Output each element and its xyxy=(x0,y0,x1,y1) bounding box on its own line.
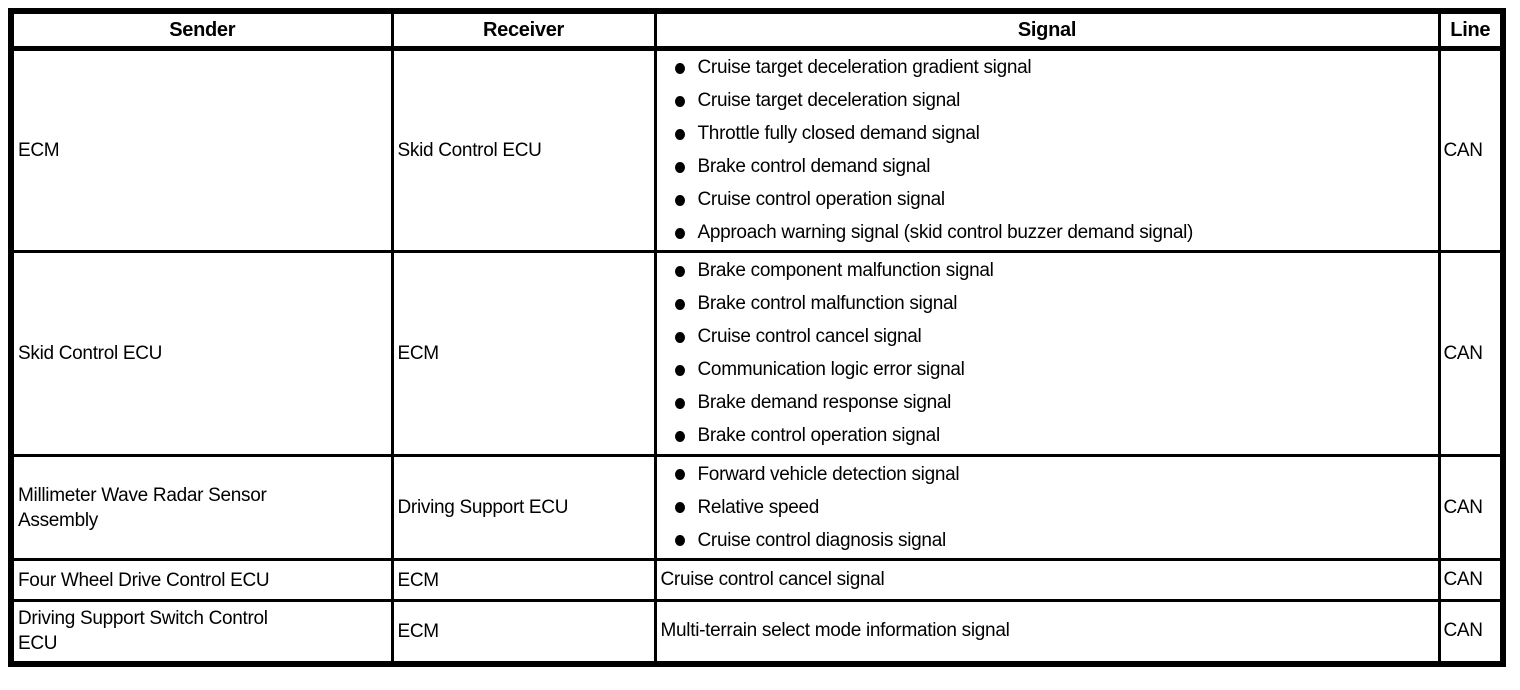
signal-item: Cruise control diagnosis signal xyxy=(657,524,1438,557)
signal-text: Cruise control operation signal xyxy=(697,189,946,210)
receiver-cell: ECM xyxy=(390,558,657,602)
sender-text: Skid Control ECU xyxy=(18,343,163,364)
signal-text: Cruise target deceleration signal xyxy=(697,90,961,111)
bullet-icon xyxy=(674,502,685,513)
signal-cell: Brake component malfunction signal Brake… xyxy=(653,250,1441,457)
line-text: CAN xyxy=(1443,620,1484,642)
signal-item: Brake component malfunction signal xyxy=(657,255,1438,288)
signal-text: Relative speed xyxy=(697,496,820,518)
table-row: Millimeter Wave Radar Sensor Assembly Dr… xyxy=(9,454,1505,561)
line-cell: CAN xyxy=(1437,558,1505,602)
sender-cell: Four Wheel Drive Control ECU xyxy=(9,558,394,602)
signal-text: Cruise control cancel signal xyxy=(697,326,922,347)
table-row: Skid Control ECU ECM Brake component mal… xyxy=(9,250,1505,457)
col-header-signal: Signal xyxy=(653,9,1441,51)
signal-text: Cruise control diagnosis signal xyxy=(697,529,947,551)
sender-cell: Millimeter Wave Radar Sensor Assembly xyxy=(9,454,394,561)
bullet-icon xyxy=(674,128,685,140)
signal-cell: Cruise target deceleration gradient sign… xyxy=(653,47,1441,253)
bullet-icon xyxy=(674,364,685,376)
receiver-cell: Skid Control ECU xyxy=(390,47,657,253)
signal-text: Brake component malfunction signal xyxy=(697,260,994,281)
bullet-icon xyxy=(674,95,685,107)
bullet-icon xyxy=(674,227,685,239)
line-cell: CAN xyxy=(1437,250,1505,457)
signal-text: Cruise target deceleration gradient sign… xyxy=(697,57,1032,78)
signal-item: Brake demand response signal xyxy=(657,387,1438,420)
receiver-text: ECM xyxy=(397,620,440,642)
signal-item: Brake control operation signal xyxy=(657,420,1438,453)
line-text: CAN xyxy=(1443,139,1484,161)
signal-item: Communication logic error signal xyxy=(657,354,1438,387)
signal-list: Brake component malfunction signal Brake… xyxy=(657,255,1438,453)
line-text: CAN xyxy=(1443,342,1484,364)
bullet-icon xyxy=(674,331,685,343)
sender-text: Driving Support Switch Control ECU xyxy=(18,608,268,655)
receiver-text: ECM xyxy=(397,343,440,364)
signal-text: Throttle fully closed demand signal xyxy=(697,123,980,144)
receiver-text: ECM xyxy=(397,569,440,591)
bullet-icon xyxy=(674,161,685,173)
sender-cell: Driving Support Switch Control ECU xyxy=(9,599,394,665)
bullet-icon xyxy=(674,194,685,206)
receiver-text: Driving Support ECU xyxy=(397,497,569,518)
signal-item: Cruise target deceleration signal xyxy=(657,85,1438,118)
signal-list: Forward vehicle detection signal Relativ… xyxy=(657,458,1438,557)
signal-text: Approach warning signal (skid control bu… xyxy=(697,222,1194,243)
signal-text: Forward vehicle detection signal xyxy=(697,463,960,485)
signal-cell: Multi-terrain select mode information si… xyxy=(653,599,1441,665)
bullet-icon xyxy=(674,397,685,409)
signal-text: Multi-terrain select mode information si… xyxy=(660,620,1010,642)
signal-text: Cruise control cancel signal xyxy=(660,569,885,590)
sender-text: Four Wheel Drive Control ECU xyxy=(18,569,270,591)
bullet-icon xyxy=(674,535,685,546)
sender-text: Millimeter Wave Radar Sensor Assembly xyxy=(18,484,267,531)
table-row: Driving Support Switch Control ECU ECM M… xyxy=(9,599,1505,665)
line-text: CAN xyxy=(1443,569,1484,590)
line-text: CAN xyxy=(1443,496,1484,518)
bullet-icon xyxy=(674,430,685,442)
signal-item: Approach warning signal (skid control bu… xyxy=(657,217,1438,250)
receiver-cell: Driving Support ECU xyxy=(390,454,657,561)
signal-item: Throttle fully closed demand signal xyxy=(657,118,1438,151)
table-row: ECM Skid Control ECU Cruise target decel… xyxy=(9,47,1505,253)
col-header-receiver: Receiver xyxy=(390,9,657,51)
signal-item: Brake control malfunction signal xyxy=(657,288,1438,321)
signal-text: Communication logic error signal xyxy=(697,359,965,380)
col-header-line: Line xyxy=(1437,9,1505,51)
signal-list: Cruise target deceleration gradient sign… xyxy=(657,52,1438,250)
receiver-text: Skid Control ECU xyxy=(397,140,542,161)
bullet-icon xyxy=(674,298,685,310)
sender-text: ECM xyxy=(18,140,60,161)
col-header-sender: Sender xyxy=(9,9,394,51)
signal-cell: Forward vehicle detection signal Relativ… xyxy=(653,454,1441,561)
signal-text: Brake control demand signal xyxy=(697,156,931,177)
signal-item: Relative speed xyxy=(657,491,1438,524)
table-header-row: Sender Receiver Signal Line xyxy=(9,9,1505,51)
line-cell: CAN xyxy=(1437,454,1505,561)
line-cell: CAN xyxy=(1437,599,1505,665)
can-communication-table: Sender Receiver Signal Line ECM Skid Con… xyxy=(8,8,1506,667)
table-row: Four Wheel Drive Control ECU ECM Cruise … xyxy=(9,558,1505,602)
signal-item: Cruise control operation signal xyxy=(657,184,1438,217)
bullet-icon xyxy=(674,62,685,74)
receiver-cell: ECM xyxy=(390,250,657,457)
signal-item: Cruise target deceleration gradient sign… xyxy=(657,52,1438,85)
bullet-icon xyxy=(674,265,685,277)
receiver-cell: ECM xyxy=(390,599,657,665)
signal-item: Forward vehicle detection signal xyxy=(657,458,1438,491)
signal-text: Brake control operation signal xyxy=(697,425,941,446)
sender-cell: ECM xyxy=(9,47,394,253)
signal-cell: Cruise control cancel signal xyxy=(653,558,1441,602)
bullet-icon xyxy=(674,469,685,480)
line-cell: CAN xyxy=(1437,47,1505,253)
signal-item: Cruise control cancel signal xyxy=(657,321,1438,354)
signal-item: Brake control demand signal xyxy=(657,151,1438,184)
signal-text: Brake control malfunction signal xyxy=(697,293,958,314)
sender-cell: Skid Control ECU xyxy=(9,250,394,457)
signal-text: Brake demand response signal xyxy=(697,392,952,413)
